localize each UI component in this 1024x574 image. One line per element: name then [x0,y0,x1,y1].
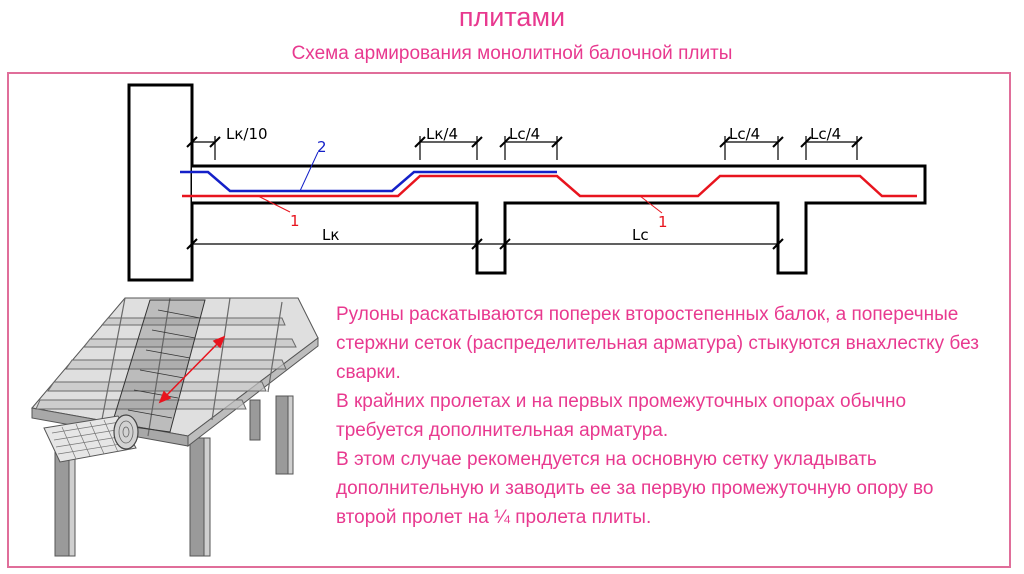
leader-line-2 [299,151,319,192]
dim-label-lc4-a: Lc/4 [509,125,540,143]
leader-line-1a [257,195,291,213]
span-dimension-line [186,236,784,252]
wall-support [127,83,194,282]
main-rebar-line [182,174,917,198]
page-subtitle: Схема армирования монолитной балочной пл… [291,43,733,64]
rebar-label-1b: 1 [658,213,668,231]
page-title: плитами [458,2,566,32]
slab-3d-illustration [31,297,319,557]
content-frame [7,72,1011,568]
dim-label-lc4-b: Lc/4 [729,125,760,143]
dim-label-lk: Lк [322,226,339,244]
dim-label-lc4-c: Lc/4 [810,125,841,143]
description-paragraph-3: В этом случае рекомендуется на основную … [336,449,934,528]
leader-line-1b [639,195,663,214]
dim-label-lc: Lc [632,226,649,244]
top-dimension-lines [186,136,863,160]
dim-label-lk10: Lк/10 [226,125,268,143]
extra-rebar-line [180,170,557,193]
description-paragraph-1: Рулоны раскатываются поперек второстепен… [336,304,979,383]
rebar-label-1a: 1 [290,212,300,230]
description-paragraph-2: В крайних пролетах и на первых промежуто… [336,391,907,441]
dim-label-lk4: Lк/4 [426,125,458,143]
mesh-roll [43,414,139,463]
slab-outline [192,164,927,275]
rebar-label-2: 2 [317,138,327,156]
description-text: Рулоны раскатываются поперек второстепен… [336,300,996,532]
